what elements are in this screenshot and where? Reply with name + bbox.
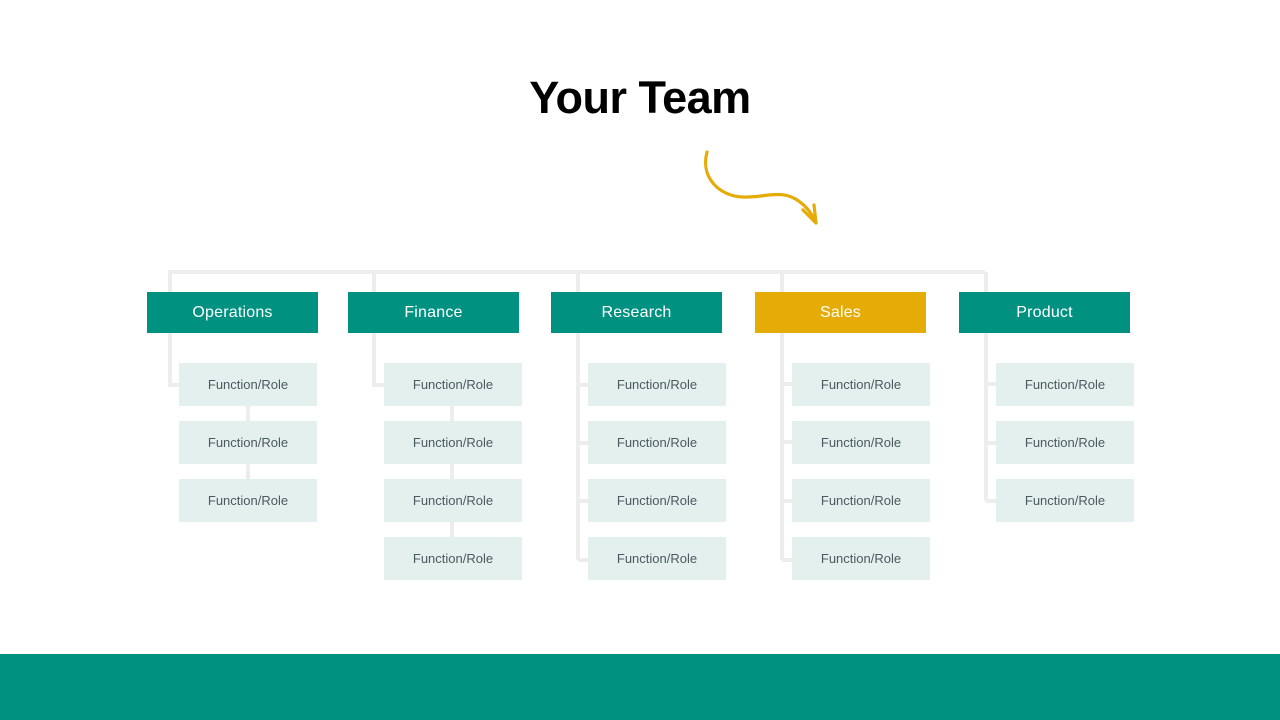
role-list-research: Function/Role Function/Role Function/Rol… (588, 363, 726, 580)
role-box[interactable]: Function/Role (588, 363, 726, 406)
dept-header-finance[interactable]: Finance (348, 292, 519, 333)
role-box[interactable]: Function/Role (179, 479, 317, 522)
role-box[interactable]: Function/Role (996, 479, 1134, 522)
org-column-research: Research Function/Role Function/Role Fun… (551, 292, 726, 595)
role-list-finance: Function/Role Function/Role Function/Rol… (384, 363, 522, 580)
role-box[interactable]: Function/Role (384, 421, 522, 464)
role-box[interactable]: Function/Role (792, 363, 930, 406)
role-box[interactable]: Function/Role (588, 537, 726, 580)
org-column-finance: Finance Function/Role Function/Role Func… (348, 292, 522, 595)
org-column-operations: Operations Function/Role Function/Role F… (147, 292, 318, 537)
dept-header-research[interactable]: Research (551, 292, 722, 333)
footer-band (0, 654, 1280, 720)
role-box[interactable]: Function/Role (588, 479, 726, 522)
role-list-sales: Function/Role Function/Role Function/Rol… (792, 363, 930, 580)
dept-header-sales[interactable]: Sales (755, 292, 926, 333)
role-box[interactable]: Function/Role (179, 421, 317, 464)
role-list-product: Function/Role Function/Role Function/Rol… (996, 363, 1134, 522)
role-box[interactable]: Function/Role (384, 479, 522, 522)
role-box[interactable]: Function/Role (384, 537, 522, 580)
org-column-product: Product Function/Role Function/Role Func… (959, 292, 1134, 537)
role-box[interactable]: Function/Role (792, 421, 930, 464)
role-box[interactable]: Function/Role (792, 479, 930, 522)
page-title: Your Team (529, 72, 751, 123)
dept-header-product[interactable]: Product (959, 292, 1130, 333)
role-box[interactable]: Function/Role (384, 363, 522, 406)
role-box[interactable]: Function/Role (588, 421, 726, 464)
role-box[interactable]: Function/Role (179, 363, 317, 406)
role-box[interactable]: Function/Role (792, 537, 930, 580)
role-list-operations: Function/Role Function/Role Function/Rol… (179, 363, 318, 522)
role-box[interactable]: Function/Role (996, 363, 1134, 406)
dept-header-operations[interactable]: Operations (147, 292, 318, 333)
role-box[interactable]: Function/Role (996, 421, 1134, 464)
org-column-sales: Sales Function/Role Function/Role Functi… (755, 292, 930, 595)
org-chart: Operations Function/Role Function/Role F… (147, 270, 1134, 595)
